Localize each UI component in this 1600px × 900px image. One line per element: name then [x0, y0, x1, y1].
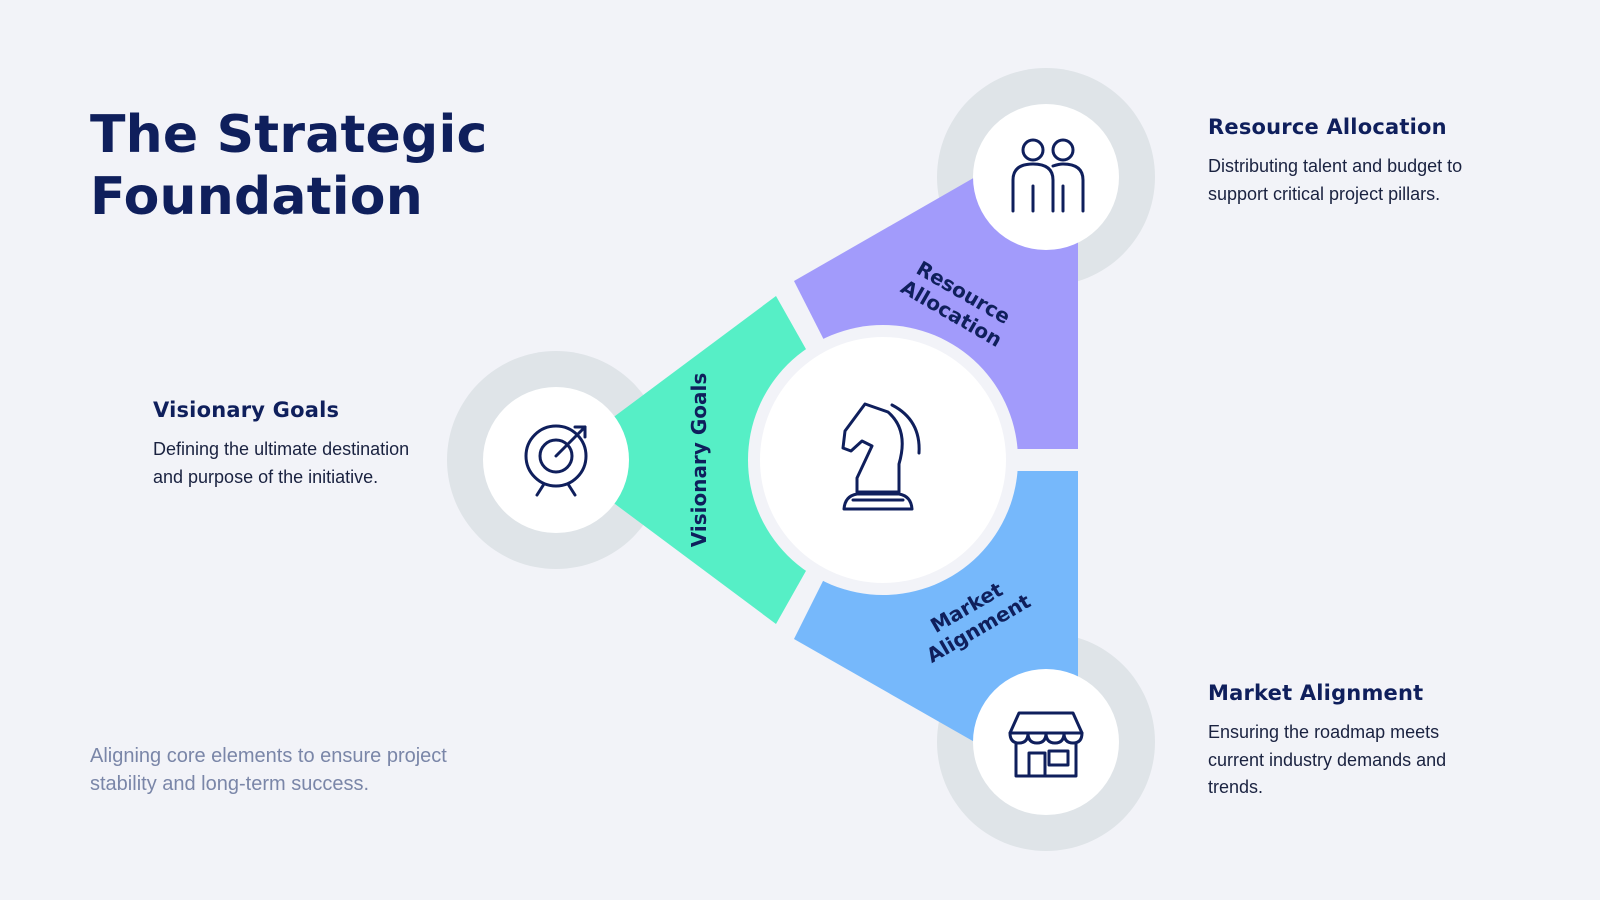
callout-visionary-text: Defining the ultimate destination and pu…: [153, 439, 410, 487]
chess-knight-icon: [841, 402, 921, 511]
callout-visionary-goals: Visionary Goals Defining the ultimate de…: [153, 398, 423, 491]
segment-visionary[interactable]: [556, 296, 811, 624]
target-icon: [524, 424, 588, 497]
icon-circle-visionary[interactable]: [483, 387, 629, 533]
callout-market-title: Market Alignment: [1208, 681, 1424, 705]
callout-market-alignment: Market Alignment Ensuring the roadmap me…: [1208, 681, 1478, 802]
storefront-icon: [1008, 711, 1084, 778]
title-line-2: Foundation: [90, 167, 423, 227]
callout-resource-text: Distributing talent and budget to suppor…: [1208, 156, 1463, 204]
callout-market-text: Ensuring the roadmap meets current indus…: [1208, 722, 1447, 797]
callout-visionary-title: Visionary Goals: [153, 398, 340, 422]
page-title: The Strategic Foundation: [90, 104, 488, 228]
callout-resource-allocation: Resource Allocation Distributing talent …: [1208, 115, 1478, 208]
segment-label-visionary: Visionary Goals: [687, 373, 711, 548]
callout-resource-title: Resource Allocation: [1208, 115, 1447, 139]
center-hub: [760, 337, 1006, 583]
title-line-1: The Strategic: [90, 105, 488, 165]
icon-circle-resource[interactable]: [973, 104, 1119, 250]
page-subtitle: Aligning core elements to ensure project…: [90, 745, 447, 795]
team-icon: [1011, 138, 1085, 213]
icon-circle-market[interactable]: [973, 669, 1119, 815]
